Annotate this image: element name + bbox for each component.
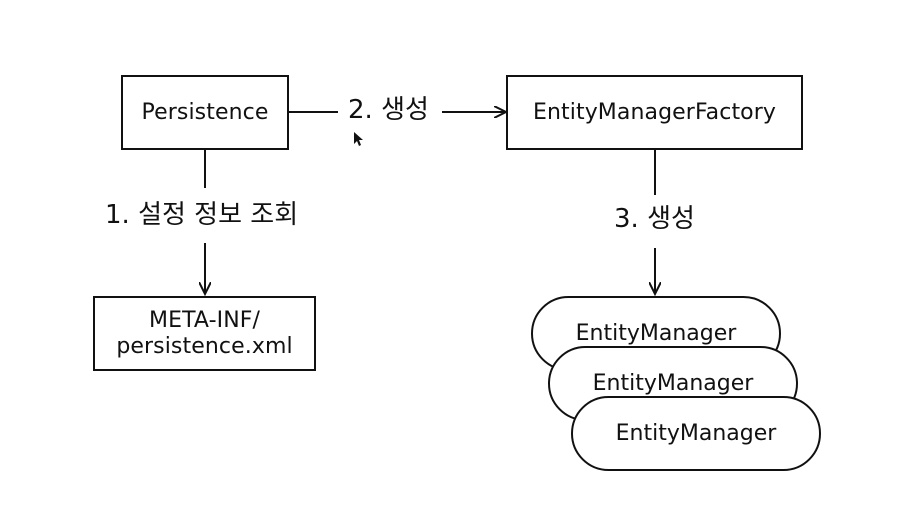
entity-manager-node-front: EntityManager xyxy=(571,396,821,471)
entity-manager-factory-label: EntityManagerFactory xyxy=(532,99,777,125)
persistence-node-label: Persistence xyxy=(141,99,269,125)
meta-inf-label-line-2: persistence.xml xyxy=(116,333,293,359)
entity-manager-factory-node: EntityManagerFactory xyxy=(506,75,803,150)
edge-label-create-em: 3. 생성 xyxy=(614,204,695,234)
entity-manager-middle-label: EntityManager xyxy=(592,371,754,396)
mouse-cursor-icon xyxy=(354,132,363,146)
meta-inf-label-line-1: META-INF/ xyxy=(148,307,261,333)
edge-label-create-emf: 2. 생성 xyxy=(348,95,429,125)
entity-manager-back-label: EntityManager xyxy=(575,321,737,346)
persistence-node: Persistence xyxy=(121,75,289,150)
edge-label-read-config: 1. 설정 정보 조회 xyxy=(105,200,299,230)
meta-inf-persistence-xml-node: META-INF/ persistence.xml xyxy=(93,296,316,371)
entity-manager-front-label: EntityManager xyxy=(615,421,777,446)
